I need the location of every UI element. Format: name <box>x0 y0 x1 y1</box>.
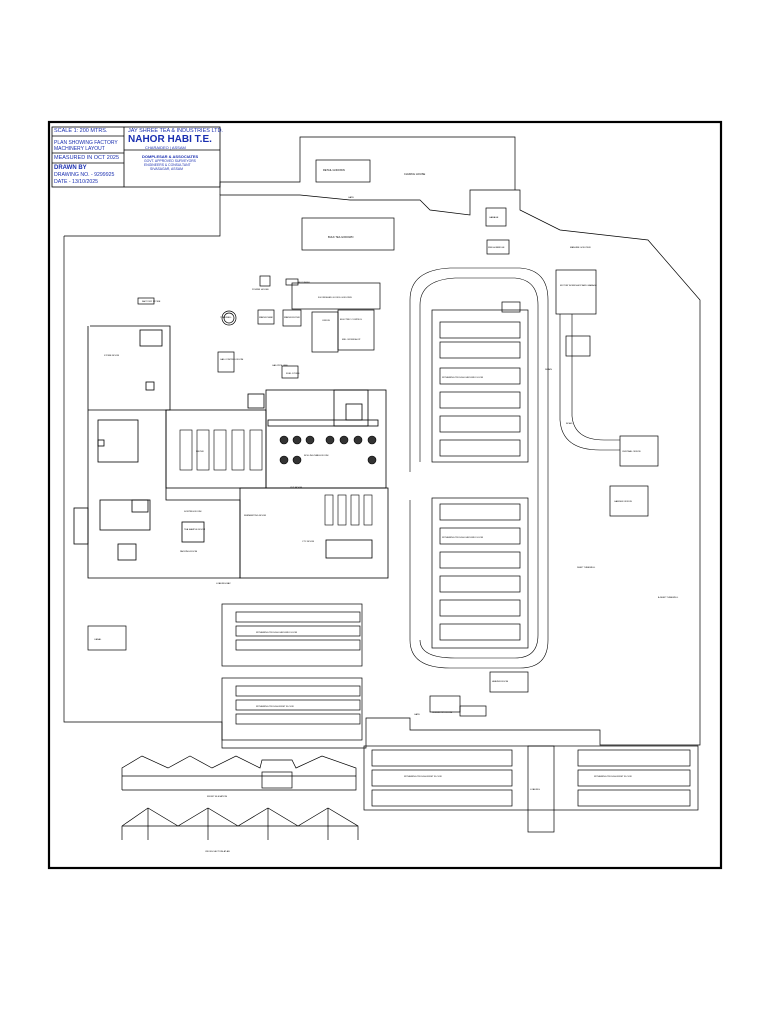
factory-main-block <box>73 325 241 579</box>
label-power-house: POWER HOUSE <box>252 289 269 291</box>
label-motor-workshop: MOTOR WORKSHOP AND GARAGE <box>560 284 597 287</box>
retail-godown <box>315 159 371 183</box>
label-electric-control: ELECTRIC CONTROL <box>340 319 363 321</box>
plan-title-line1: PLAN SHOWING FACTORY <box>54 140 118 146</box>
label-withering-first: WITHERING TROUGH FIRST FLOOR <box>256 706 294 708</box>
label-chemistry-room: CHEMISTRY ROOM <box>432 712 452 714</box>
label-water-filter: WATER FILTER <box>284 316 300 319</box>
right-offices <box>565 335 659 517</box>
label-front-elevation: FRONT ELEVATION <box>207 795 227 798</box>
label-road: ROAD <box>566 422 573 425</box>
label-canal: CANAL <box>94 638 102 641</box>
label-withering-first-2: WITHERING TROUGH FIRST FLOOR <box>404 776 442 778</box>
label-rolling-table-room: ROLLING TABLE ROOM <box>304 454 329 457</box>
front-elevation-drawing <box>121 755 357 791</box>
withering-building-lower <box>429 497 529 717</box>
label-withering-ground-1: WITHERING TROUGH GROUND FLOOR <box>442 377 483 379</box>
label-deep-tubewell-2: A DEEP TUBEWELL <box>658 596 679 599</box>
label-drain: DRAIN <box>545 368 552 371</box>
label-manure-godown: MANURE GODOWN <box>570 246 591 249</box>
office-cluster <box>217 309 375 379</box>
label-bulk-tea-godown: BULK TEA GODOWN <box>328 235 353 239</box>
label-deep-tubewell: DEEP TUBEWELL <box>577 567 596 569</box>
label-loading: LOADING <box>530 788 540 791</box>
label-heater-room: HEATER ROOM <box>492 680 508 683</box>
estate-name: NAHOR HABI T.E. <box>128 134 212 145</box>
dryer-tanks <box>179 429 263 471</box>
measured-text: MEASURED IN OCT 2025 <box>54 155 120 161</box>
title-block <box>51 126 221 188</box>
drawing-number: DRAWING NO. - 9299925 <box>54 172 115 178</box>
label-gate-top: GATE <box>348 196 354 199</box>
label-tubewell: TUBEWELL <box>220 317 233 319</box>
estate-location: CHARAIDEO | ASSAM <box>145 145 186 150</box>
cross-section-drawing <box>121 807 359 840</box>
label-garden-office: GARDEN OFFICE <box>614 500 633 503</box>
ctc-machines <box>324 494 373 526</box>
label-sorting-room: SORTING ROOM <box>184 511 202 513</box>
label-dryer: DRYER <box>196 451 204 453</box>
label-central-office: CENTRAL OFFICE <box>622 450 641 453</box>
drawing-border <box>47 120 723 870</box>
scale-text: SCALE 1: 200 MTRS. <box>54 128 108 134</box>
label-cut-room: CUT ROOM <box>290 487 302 489</box>
label-mill-workshop: MILL WORKSHOP <box>342 339 361 341</box>
label-withering-first-3: WITHERING TROUGH FIRST FLOOR <box>594 776 632 778</box>
top-buildings <box>137 159 597 326</box>
plan-title-line2: MACHINERY LAYOUT <box>54 146 105 152</box>
label-gate-bottom: GATE <box>414 713 420 716</box>
label-garage: GARAGE <box>489 216 499 219</box>
label-fg-godown: FG FINISHED GOODS GODOWN <box>318 297 352 299</box>
label-water-tank: WATER TANK <box>259 316 273 319</box>
rolling-machines <box>279 435 377 465</box>
site-boundary <box>63 136 701 749</box>
label-church-house: CHURCH HOUSE <box>404 172 425 176</box>
consultant-name: DOMPLESAR & ASSOCIATES <box>142 154 199 159</box>
label-store-room: STORE ROOM <box>104 355 119 357</box>
label-fuel-store: FUEL STORE <box>286 373 300 375</box>
label-factory-store: FACTORY STORE <box>142 300 161 303</box>
label-weigh-bridge: WEIGH BRIDGE <box>488 247 505 249</box>
label-retail-godown: RETAIL GODOWN <box>323 168 345 172</box>
label-withering-ground-3: WITHERING TROUGH GROUND FLOOR <box>256 632 297 634</box>
label-bio-diesel: BIO DIESEL <box>298 282 311 284</box>
company-name: JAY SHREE TEA & INDUSTRIES LTD. <box>128 128 223 134</box>
label-loading-bay: LOADING BAY <box>216 582 231 585</box>
label-packing-room: PACKING ROOM <box>180 550 197 553</box>
label-office: OFFICE <box>322 320 331 322</box>
consultant-line2: GOVT. APPROVED SURVEYORS <box>144 159 196 163</box>
drawn-by-text: DRAWN BY <box>54 165 87 171</box>
drawing-date: DATE - 13/10/2025 <box>54 179 99 185</box>
withering-building-upper <box>431 301 529 463</box>
label-tea-sample-room: TEA SAMPLE ROOM <box>184 528 205 531</box>
label-withering-ground-2: WITHERING TROUGH GROUND FLOOR <box>442 537 483 539</box>
loop-road <box>409 267 620 669</box>
label-gas-pipe-line: GAS PIPE LINE <box>272 364 288 367</box>
label-fermenting-room: FERMENTING ROOM <box>244 515 266 517</box>
consultant-line4: SIVASAGAR, ASSAM <box>150 167 183 171</box>
label-cross-section: CROSS SECTION AT AB <box>205 850 230 853</box>
machinery-hall <box>165 389 389 579</box>
label-gas-control-room: GAS CONTROL ROOM <box>220 358 243 361</box>
withering-building-east <box>363 745 699 833</box>
label-ctc-room: CTC ROOM <box>302 541 314 543</box>
withering-building-south <box>87 603 363 741</box>
plan-labels: RETAIL GODOWN CHURCH HOUSE GATE GARAGE B… <box>94 168 679 853</box>
consultant-line3: ENGINEERS & CONSULTANT <box>144 163 191 167</box>
